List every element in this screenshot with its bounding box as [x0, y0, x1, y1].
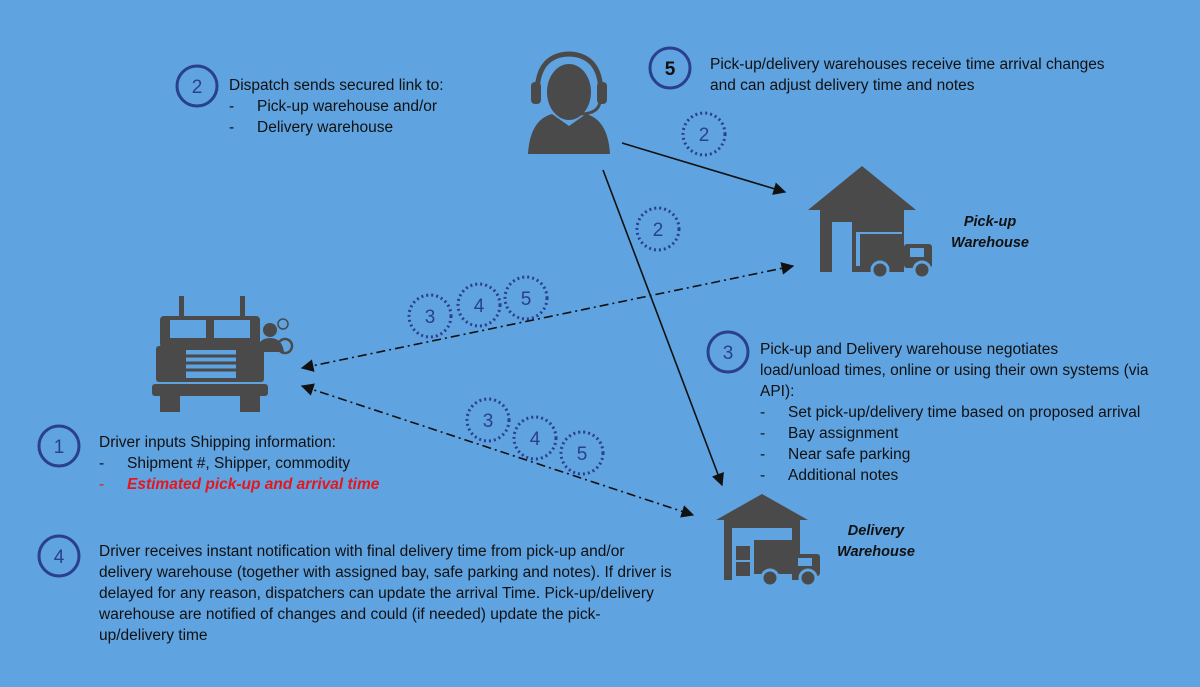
- step1-title: Driver inputs Shipping information:: [99, 434, 336, 451]
- flow-marker-dispatch-pickup: 2: [681, 111, 727, 157]
- dispatch-to-pickup-arrow: [621, 142, 787, 195]
- svg-text:2: 2: [653, 220, 664, 241]
- flow-marker-truck-delivery-3: 3: [465, 397, 511, 443]
- step1-bullet: -Shipment #, Shipper, commodity: [99, 455, 351, 472]
- svg-text:4: 4: [530, 429, 541, 450]
- svg-text:4: 4: [54, 547, 65, 568]
- svg-text:5: 5: [521, 289, 532, 310]
- step5-badge: 5: [648, 46, 692, 90]
- warehouse-truck-icon: [808, 166, 932, 280]
- svg-text:2: 2: [192, 77, 203, 98]
- flow-marker-dispatch-delivery: 2: [635, 206, 681, 252]
- step1-text: Driver inputs Shipping information: -Shi…: [99, 432, 379, 495]
- step1-highlight-bullet: -Estimated pick-up and arrival time: [99, 476, 380, 493]
- step3-text: Pick-up and Delivery warehouse negotiate…: [760, 341, 1149, 484]
- svg-text:4: 4: [474, 296, 485, 317]
- pickup-warehouse-label: Pick-up Warehouse: [951, 214, 1029, 251]
- step4-text: Driver receives instant notification wit…: [99, 543, 672, 644]
- svg-text:3: 3: [483, 411, 494, 432]
- step2-badge: 2: [175, 64, 219, 108]
- flow-marker-truck-pickup-3: 3: [407, 293, 453, 339]
- svg-text:2: 2: [699, 125, 710, 146]
- semi-truck-driver-icon: [152, 296, 294, 412]
- flow-marker-truck-pickup-5: 5: [503, 275, 549, 321]
- svg-text:3: 3: [425, 307, 436, 328]
- truck-pickup-arrow: [300, 262, 795, 372]
- step3-badge: 3: [706, 330, 750, 374]
- warehouse-boxes-truck-icon: [716, 494, 820, 588]
- svg-text:3: 3: [723, 343, 734, 364]
- flow-marker-truck-delivery-4: 4: [512, 415, 558, 461]
- step3-bullet: -Bay assignment: [760, 425, 899, 442]
- headset-operator-icon: [528, 51, 610, 154]
- step2-bullet: -Delivery warehouse: [229, 119, 394, 136]
- flow-marker-truck-delivery-5: 5: [559, 430, 605, 476]
- svg-text:1: 1: [54, 437, 65, 458]
- step3-bullet: -Near safe parking: [760, 446, 911, 463]
- delivery-warehouse-label: Delivery Warehouse: [837, 523, 915, 560]
- step2-title: Dispatch sends secured link to:: [229, 77, 444, 94]
- step2-bullet: -Pick-up warehouse and/or: [229, 98, 438, 115]
- svg-text:5: 5: [665, 59, 676, 80]
- svg-text:5: 5: [577, 444, 588, 465]
- step4-badge: 4: [37, 534, 81, 578]
- step1-badge: 1: [37, 424, 81, 468]
- step5-text: Pick-up/delivery warehouses receive time…: [710, 56, 1105, 94]
- flow-marker-truck-pickup-4: 4: [456, 282, 502, 328]
- step3-bullet: -Additional notes: [760, 467, 899, 484]
- truck-delivery-arrow: [300, 383, 695, 518]
- step2-text: Dispatch sends secured link to: -Pick-up…: [229, 75, 444, 138]
- step3-bullet: -Set pick-up/delivery time based on prop…: [760, 404, 1141, 421]
- dispatch-to-delivery-arrow: [602, 169, 724, 487]
